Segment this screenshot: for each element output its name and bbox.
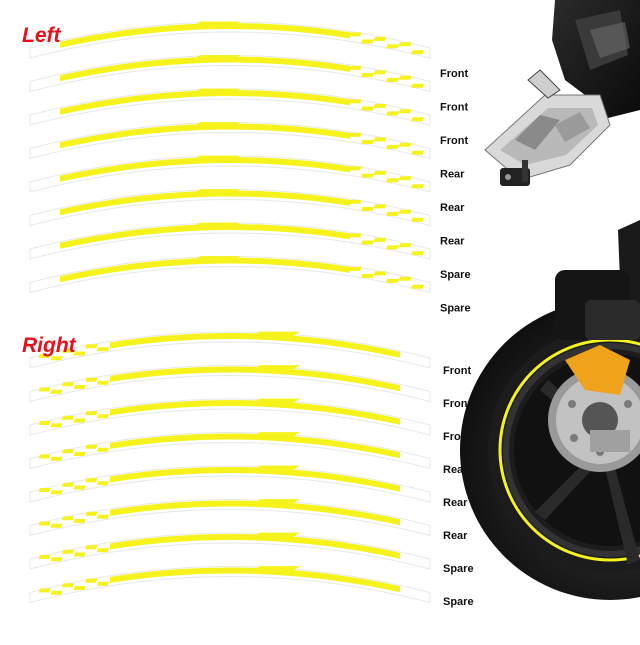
right-stripe-label: Spare xyxy=(443,596,474,608)
left-stripe xyxy=(29,188,431,227)
left-stripe xyxy=(29,54,431,93)
left-stripe xyxy=(29,88,431,126)
left-stripe xyxy=(29,222,431,260)
right-stripe-label: Rear xyxy=(443,464,468,476)
left-stripe-label: Front xyxy=(440,102,468,114)
left-stripe-label: Front xyxy=(440,68,468,80)
left-stripe-label: Rear xyxy=(440,169,465,181)
right-stripe xyxy=(29,331,431,369)
right-stripe xyxy=(29,532,431,570)
right-stripe-label: Spare xyxy=(443,563,474,575)
left-stripe-label: Front xyxy=(440,135,468,147)
right-stripe-label: Front xyxy=(443,365,471,377)
left-stripe xyxy=(29,255,431,294)
left-stripe-label: Rear xyxy=(440,236,465,248)
left-section-title: Left xyxy=(22,24,62,47)
right-stripe-label: Rear xyxy=(443,497,468,509)
left-stripe-label: Spare xyxy=(440,269,471,281)
right-stripe xyxy=(29,431,431,470)
left-stripe xyxy=(29,21,431,59)
right-stripe-label: Front xyxy=(443,431,471,443)
left-stripe xyxy=(29,121,431,160)
right-stripe xyxy=(29,565,431,604)
right-stripe xyxy=(29,498,431,537)
right-stripe xyxy=(29,364,431,403)
left-stripe xyxy=(29,155,431,193)
right-stripe xyxy=(29,398,431,436)
tail-bracket-photo xyxy=(484,0,640,186)
right-stripe-label: Rear xyxy=(443,530,468,542)
wheel-photo xyxy=(460,220,640,600)
left-stripe-label: Rear xyxy=(440,202,465,214)
right-stripe-label: Front xyxy=(443,398,471,410)
right-section-title: Right xyxy=(22,334,77,357)
right-stripe xyxy=(29,465,431,503)
left-stripe-label: Spare xyxy=(440,303,471,315)
